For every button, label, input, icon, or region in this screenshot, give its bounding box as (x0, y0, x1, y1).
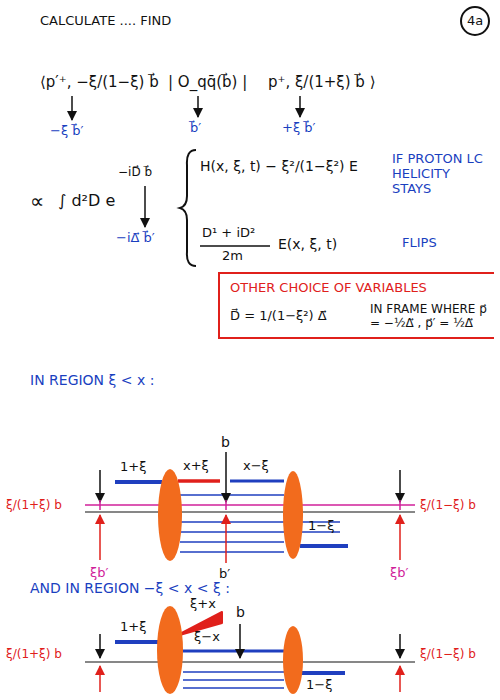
position-label: ξb′ (90, 566, 108, 581)
formula-annotation: +ξ b⃗′ (282, 121, 315, 136)
momentum-label: 1−ξ (306, 678, 332, 693)
condition-note: IF PROTON LC HELICITY STAYS (392, 152, 492, 197)
curly-brace (180, 150, 196, 266)
formula-text: E(x, ξ, t) (278, 236, 337, 252)
formula-text: ⟨p′⁺, −ξ/(1−ξ) b⃗ (40, 74, 159, 91)
formula-text: 2m (222, 249, 243, 264)
box-text: IN FRAME WHERE p⃗ = −½Δ⃗ , p⃗′ = ½Δ⃗ (370, 302, 488, 331)
note-box: OTHER CHOICE OF VARIABLES D⃗ = 1/(1−ξ²) Δ… (218, 272, 494, 339)
box-heading: 4a (467, 13, 483, 29)
momentum-label: 1+ξ (120, 460, 146, 475)
formula-text: p⁺, ξ/(1+ξ) b⃗ ⟩ (268, 74, 375, 91)
formula-text: | O_qq̄(b⃗) | (168, 74, 247, 91)
diagram-region-2 (85, 606, 415, 694)
region-heading: AND IN REGION −ξ < x < ξ : (30, 580, 230, 596)
box-text: D⃗ = 1/(1−ξ²) Δ⃗ (230, 308, 327, 324)
position-label: b (236, 604, 245, 620)
heading-note: CALCULATE .... FIND (40, 14, 171, 29)
position-label: ξ/(1+ξ) b (6, 648, 62, 662)
formula-annotation: −iΔ⃗ b⃗′ (116, 231, 155, 246)
formula-text: ∫ d²D e (58, 192, 115, 210)
region-heading: IN REGION ξ < x : (30, 372, 154, 388)
condition-note: FLIPS (402, 236, 437, 251)
page-number-circle: 4a (460, 6, 490, 36)
position-label: ξ/(1+ξ) b (6, 499, 62, 513)
momentum-label: ξ+x (190, 597, 216, 612)
momentum-label: 1+ξ (120, 620, 146, 635)
momentum-label: x−ξ (243, 459, 269, 474)
formula-symbol: ∝ (30, 190, 44, 213)
fraction-bar (200, 245, 270, 247)
box-heading: OTHER CHOICE OF VARIABLES (230, 280, 427, 296)
formula-annotation: −ξ b⃗′ (50, 124, 83, 139)
formula-text: H(x, ξ, t) − ξ²/(1−ξ²) E (200, 158, 358, 174)
momentum-label: ξ−x (194, 630, 220, 645)
formula-exponent: −iD⃗ b⃗ (118, 166, 152, 180)
diagram-region-1 (85, 452, 415, 563)
momentum-label: x+ξ (183, 459, 209, 474)
position-label: ξ/(1−ξ) b (420, 648, 476, 662)
position-label: b (221, 434, 230, 450)
position-label: ξb′ (390, 566, 408, 581)
momentum-label: 1−ξ (308, 519, 334, 534)
position-label: ξ/(1−ξ) b (420, 499, 476, 513)
formula-text: D¹ + iD² (202, 226, 255, 241)
position-label: b′ (219, 567, 230, 582)
formula-annotation: b⃗′ (190, 121, 201, 136)
